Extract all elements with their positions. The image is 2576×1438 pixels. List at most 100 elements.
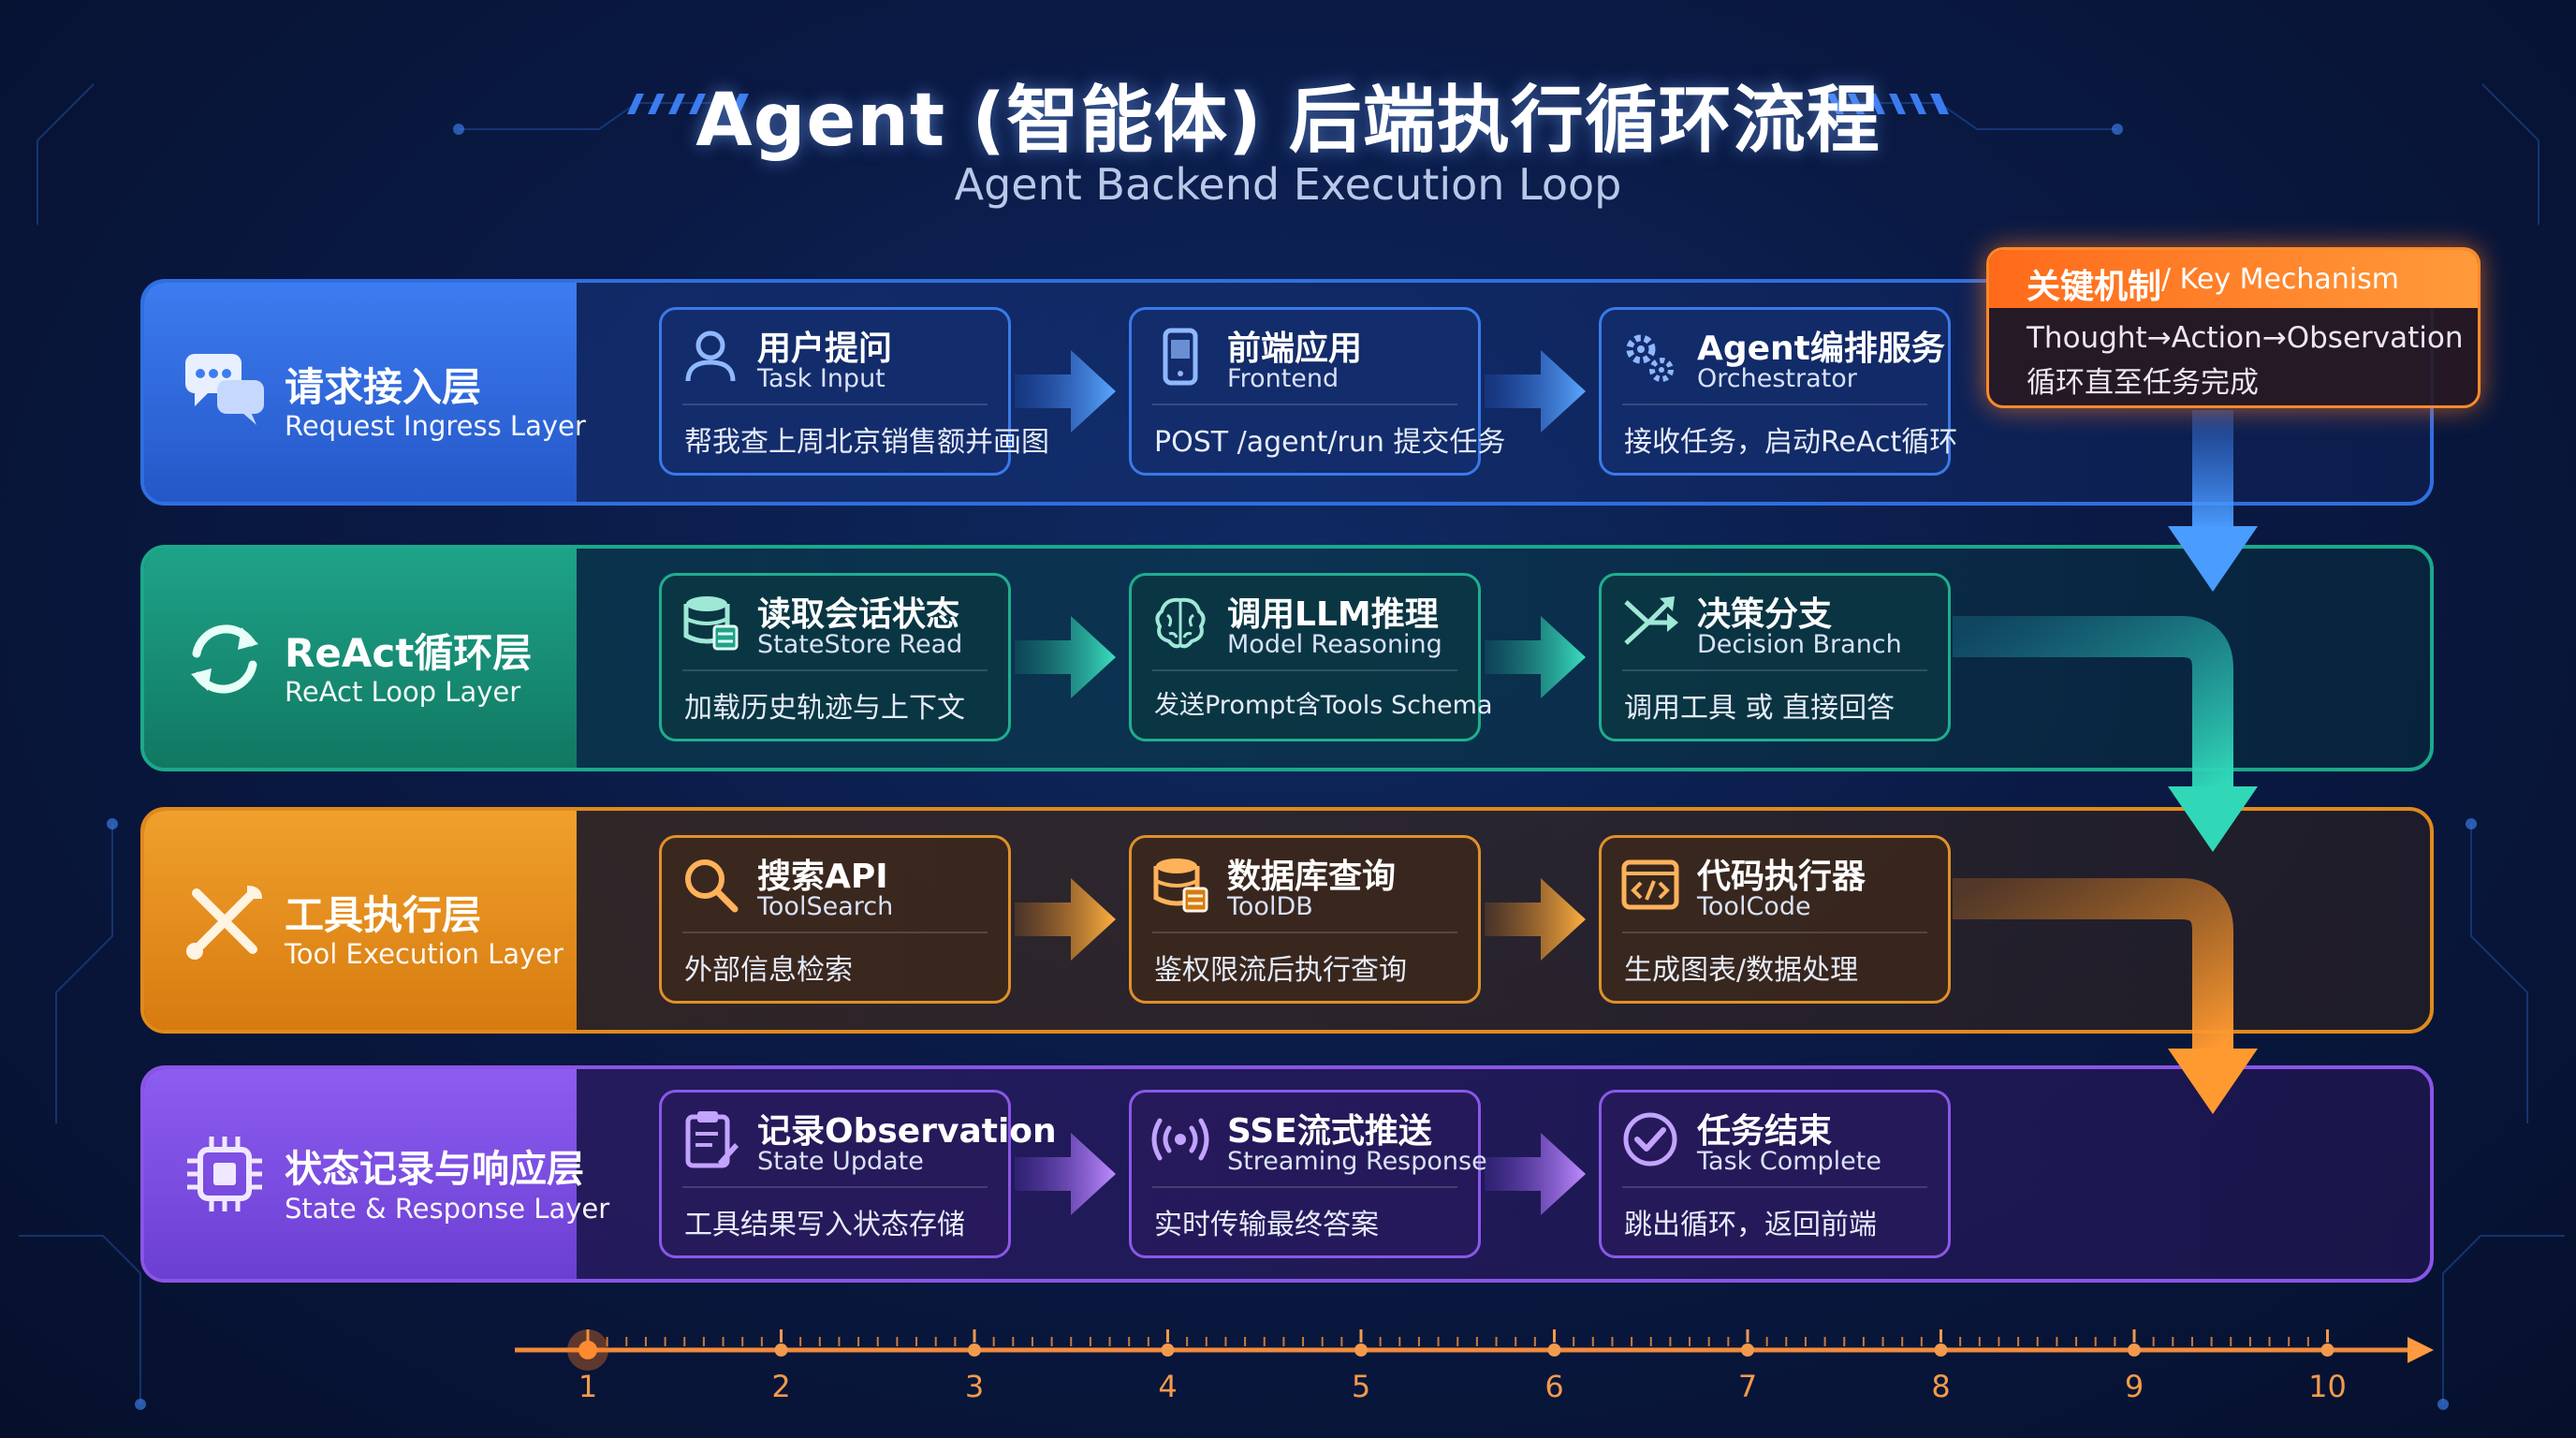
layer-name-zh: 请求接入层 bbox=[285, 364, 482, 410]
timeline-minor-ticks bbox=[606, 1337, 2309, 1346]
step-title: Agent编排服务 bbox=[1697, 330, 1945, 368]
step-description: 实时传输最终答案 bbox=[1154, 1209, 1379, 1241]
timeline-arrowhead bbox=[2408, 1337, 2434, 1363]
layer-state-response: 状态记录与响应层 State & Response Layer 记录Observ… bbox=[140, 1065, 2434, 1283]
divider bbox=[1152, 932, 1457, 933]
step-description: POST /agent/run 提交任务 bbox=[1154, 426, 1506, 459]
key-mechanism-label: 关键机制 bbox=[2027, 268, 2162, 306]
timeline-tick-label: 6 bbox=[1544, 1369, 1564, 1404]
timeline-start-marker bbox=[578, 1341, 597, 1359]
step-card-tool-db: 数据库查询 ToolDB 鉴权限流后执行查询 bbox=[1129, 835, 1481, 1004]
timeline-tick-label: 5 bbox=[1351, 1369, 1371, 1404]
layer-label: 状态记录与响应层 State & Response Layer bbox=[144, 1069, 609, 1279]
timeline-start-glow bbox=[567, 1329, 608, 1371]
timeline-tick-dot bbox=[1547, 1343, 1561, 1357]
database-icon bbox=[683, 596, 739, 651]
divider bbox=[1622, 404, 1927, 405]
arrow-right-icon bbox=[1015, 616, 1116, 698]
step-description: 帮我查上周北京销售额并画图 bbox=[684, 426, 1049, 459]
step-title: 用户提问 bbox=[757, 330, 893, 368]
key-mechanism-label-en: / Key Mechanism bbox=[2161, 263, 2400, 296]
tools-icon bbox=[186, 886, 262, 960]
database-icon bbox=[1153, 858, 1208, 913]
timeline-tick-label: 10 bbox=[2308, 1369, 2347, 1404]
divider bbox=[682, 404, 988, 405]
layer-name-en: State & Response Layer bbox=[285, 1193, 610, 1225]
step-subtitle: State Update bbox=[757, 1147, 924, 1176]
step-title: 数据库查询 bbox=[1227, 858, 1397, 896]
step-title: 读取会话状态 bbox=[757, 595, 960, 634]
timeline-tick-dot bbox=[2320, 1343, 2334, 1357]
layer-tool-execution: 工具执行层 Tool Execution Layer 搜索API ToolSea… bbox=[140, 807, 2434, 1034]
step-title: 任务结束 bbox=[1697, 1112, 1833, 1151]
timeline-tick-dot bbox=[1161, 1343, 1175, 1357]
timeline-tick-dot bbox=[2128, 1343, 2141, 1357]
step-description: 发送Prompt含Tools Schema bbox=[1154, 691, 1493, 720]
step-title: 记录Observation bbox=[757, 1112, 1057, 1151]
timeline-tick-label: 4 bbox=[1158, 1369, 1178, 1404]
step-description: 工具结果写入状态存储 bbox=[684, 1209, 965, 1241]
step-description: 加载历史轨迹与上下文 bbox=[684, 692, 965, 725]
arrow-right-icon bbox=[1485, 878, 1586, 961]
step-card-task-complete: 任务结束 Task Complete 跳出循环，返回前端 bbox=[1599, 1090, 1951, 1258]
layer-name-en: Request Ingress Layer bbox=[285, 410, 586, 442]
code-icon bbox=[1621, 859, 1679, 910]
step-description: 生成图表/数据处理 bbox=[1624, 954, 1859, 987]
layer-name-zh: 工具执行层 bbox=[285, 892, 482, 938]
timeline-tick-label: 7 bbox=[1737, 1369, 1758, 1404]
layer-label: 工具执行层 Tool Execution Layer bbox=[144, 811, 577, 1030]
arrow-right-icon bbox=[1485, 616, 1586, 698]
step-title: SSE流式推送 bbox=[1227, 1112, 1432, 1151]
step-card-state-update: 记录Observation State Update 工具结果写入状态存储 bbox=[659, 1090, 1057, 1258]
arrow-right-icon bbox=[1015, 350, 1116, 433]
step-subtitle: Streaming Response bbox=[1227, 1147, 1487, 1176]
timeline-tick-dot bbox=[1741, 1343, 1754, 1357]
divider bbox=[1622, 669, 1927, 671]
timeline-tick-label: 2 bbox=[771, 1369, 791, 1404]
layer-name-en: ReAct Loop Layer bbox=[285, 676, 521, 708]
step-subtitle: StateStore Read bbox=[757, 630, 963, 659]
title-left-decoration bbox=[627, 94, 749, 114]
step-subtitle: Model Reasoning bbox=[1227, 630, 1442, 659]
step-description: 跳出循环，返回前端 bbox=[1624, 1209, 1877, 1241]
step-card-streaming-response: SSE流式推送 Streaming Response 实时传输最终答案 bbox=[1129, 1090, 1487, 1258]
step-title: 决策分支 bbox=[1697, 595, 1833, 634]
step-card-statestore-read: 读取会话状态 StateStore Read 加载历史轨迹与上下文 bbox=[659, 573, 1011, 741]
timeline-tick-dot bbox=[581, 1343, 594, 1357]
check-circle-icon bbox=[1623, 1112, 1677, 1167]
clipboard-icon bbox=[685, 1111, 739, 1168]
layer-label: 请求接入层 Request Ingress Layer bbox=[144, 283, 586, 502]
timeline-tick-dot bbox=[968, 1343, 981, 1357]
step-title: 前端应用 bbox=[1227, 330, 1363, 368]
divider bbox=[682, 932, 988, 933]
divider bbox=[1152, 404, 1457, 405]
step-card-tool-code: 代码执行器 ToolCode 生成图表/数据处理 bbox=[1599, 835, 1951, 1004]
step-description: 鉴权限流后执行查询 bbox=[1154, 954, 1407, 987]
layer-name-zh: ReAct循环层 bbox=[285, 630, 533, 676]
branch-icon bbox=[1624, 596, 1678, 645]
arrow-right-icon bbox=[1485, 1133, 1586, 1215]
page-subtitle: Agent Backend Execution Loop bbox=[954, 159, 1622, 210]
title-right-decoration bbox=[1827, 94, 1949, 114]
key-mechanism-header: 关键机制 / Key Mechanism bbox=[1989, 250, 2478, 308]
step-subtitle: Task Complete bbox=[1697, 1147, 1881, 1176]
gears-icon bbox=[1626, 334, 1674, 382]
step-card-tool-search: 搜索API ToolSearch 外部信息检索 bbox=[659, 835, 1011, 1004]
step-description: 外部信息检索 bbox=[684, 954, 853, 987]
step-card-model-reasoning: 调用LLM推理 Model Reasoning 发送Prompt含Tools S… bbox=[1129, 573, 1493, 741]
step-subtitle: Frontend bbox=[1227, 364, 1339, 393]
timeline-tick-dot bbox=[774, 1343, 788, 1357]
timeline-tick-dot bbox=[1934, 1343, 1948, 1357]
layer-name-en: Tool Execution Layer bbox=[285, 938, 564, 970]
refresh-icon bbox=[191, 624, 258, 694]
step-card-frontend: 前端应用 Frontend POST /agent/run 提交任务 bbox=[1129, 307, 1505, 476]
layer-react-loop: ReAct循环层 ReAct Loop Layer 读取会话状态 StateSt… bbox=[140, 545, 2434, 771]
step-card-task-input: 用户提问 Task Input 帮我查上周北京销售额并画图 bbox=[659, 307, 1049, 476]
arrow-right-icon bbox=[1015, 878, 1116, 961]
step-title: 调用LLM推理 bbox=[1227, 595, 1439, 634]
brain-icon bbox=[1155, 597, 1206, 649]
arrow-right-icon bbox=[1015, 1133, 1116, 1215]
key-mechanism-callout: 关键机制 / Key Mechanism Thought→Action→Obse… bbox=[1986, 247, 2481, 408]
key-mechanism-text: Thought→Action→Observation bbox=[2027, 321, 2464, 355]
timeline-major-ticks bbox=[581, 1329, 2334, 1357]
